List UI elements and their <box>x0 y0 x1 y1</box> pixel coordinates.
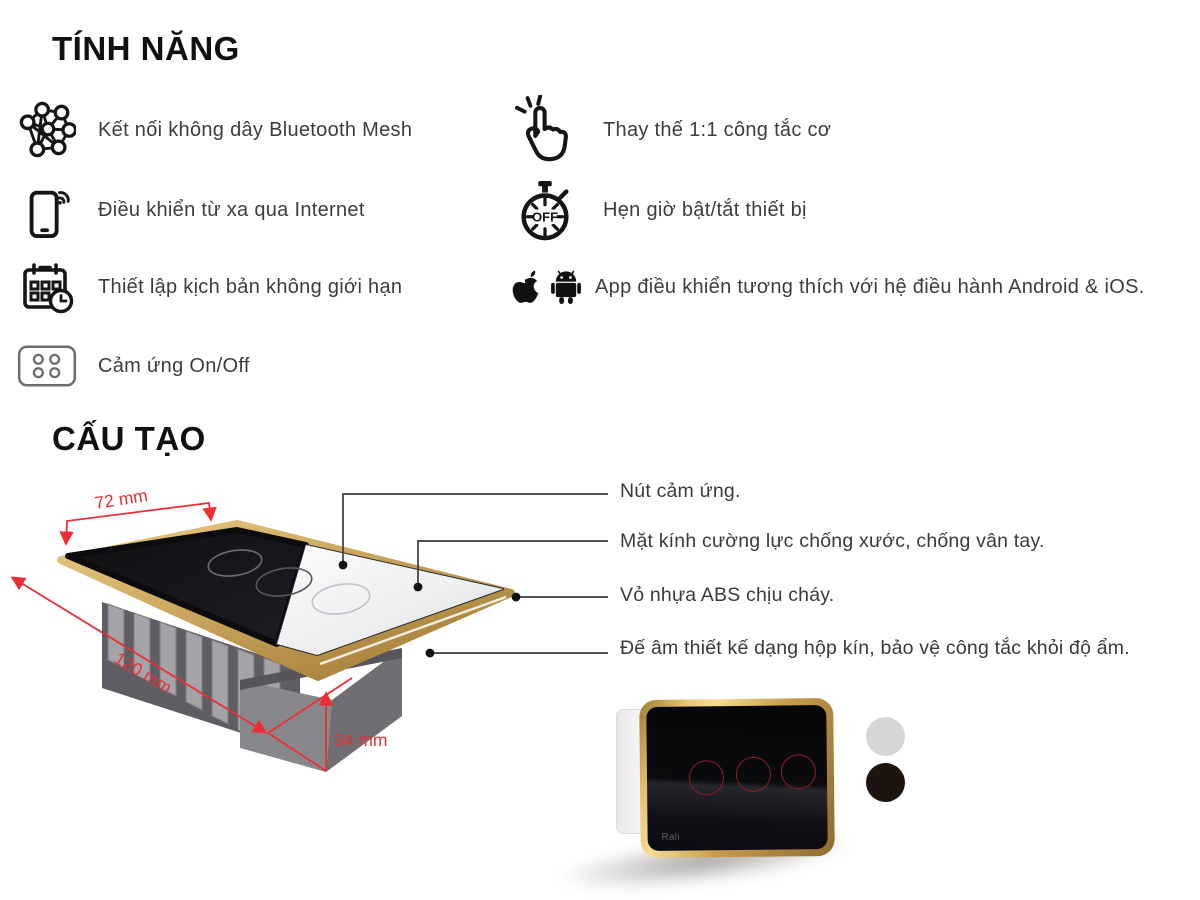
feature-label: Điều khiển từ xa qua Internet <box>98 198 365 221</box>
switch-glass-face: Rali <box>646 705 828 851</box>
tap-hand-icon <box>505 95 585 163</box>
callout-sealed-base: Đế âm thiết kế dạng hộp kín, bảo vệ công… <box>620 637 1130 659</box>
callout-dots <box>338 560 521 658</box>
touch-ring-1 <box>688 760 725 796</box>
dimension-width-label: 72 mm <box>93 485 149 513</box>
touch-ring-2 <box>735 756 772 793</box>
timer-off-text: OFF <box>532 210 558 225</box>
feature-label: App điều khiển tương thích với hệ điều h… <box>595 275 1145 298</box>
color-swatch-black <box>866 763 905 802</box>
mesh-network-icon <box>14 97 80 163</box>
callout-touch-button: Nút cảm ứng. <box>620 480 741 502</box>
callout-tempered-glass: Mặt kính cường lực chống xước, chống vân… <box>620 530 1045 552</box>
color-swatch-white <box>866 717 905 756</box>
feature-row-replace: Thay thế 1:1 công tắc cơ <box>505 95 832 163</box>
feature-row-mesh: Kết nối không dây Bluetooth Mesh <box>14 97 412 163</box>
feature-row-scenario: Thiết lập kịch bản không giới hạn <box>14 254 402 320</box>
calendar-clock-icon <box>14 254 80 320</box>
os-icons <box>505 268 585 306</box>
feature-label: Cảm ứng On/Off <box>98 354 250 377</box>
feature-label: Thiết lập kịch bản không giới hạn <box>98 275 403 298</box>
feature-row-remote: Điều khiển từ xa qua Internet <box>14 177 365 243</box>
features-section-title: TÍNH NĂNG <box>52 30 240 67</box>
brand-logo: Rali <box>661 831 681 843</box>
switch-front-view: Rali <box>639 697 835 859</box>
apple-icon <box>512 270 538 303</box>
feature-row-touch: Cảm ứng On/Off <box>14 333 250 399</box>
touch-ring-3 <box>780 754 817 790</box>
dimension-lines <box>10 501 353 772</box>
android-icon <box>550 270 581 304</box>
smartphone-wifi-icon <box>14 177 80 243</box>
feature-label: Kết nối không dây Bluetooth Mesh <box>98 118 413 141</box>
feature-label: Thay thế 1:1 công tắc cơ <box>603 118 832 141</box>
timer-off-icon: OFF <box>505 177 585 243</box>
callout-abs-shell: Vỏ nhựa ABS chịu cháy. <box>620 584 835 606</box>
feature-label: Hẹn giờ bật/tắt thiết bị <box>603 198 807 221</box>
feature-row-timer: OFF Hẹn giờ bật/tắt thiết bị <box>505 177 807 243</box>
feature-row-app: App điều khiển tương thích với hệ điều h… <box>505 254 1145 320</box>
dimension-depth-label: 34 mm <box>334 730 387 750</box>
touch-panel-icon <box>14 333 80 399</box>
bezel-highlight <box>319 595 507 666</box>
structure-section-title: CẤU TẠO <box>52 420 206 457</box>
callout-lines <box>342 493 608 654</box>
product-photo: Rali <box>553 690 930 900</box>
